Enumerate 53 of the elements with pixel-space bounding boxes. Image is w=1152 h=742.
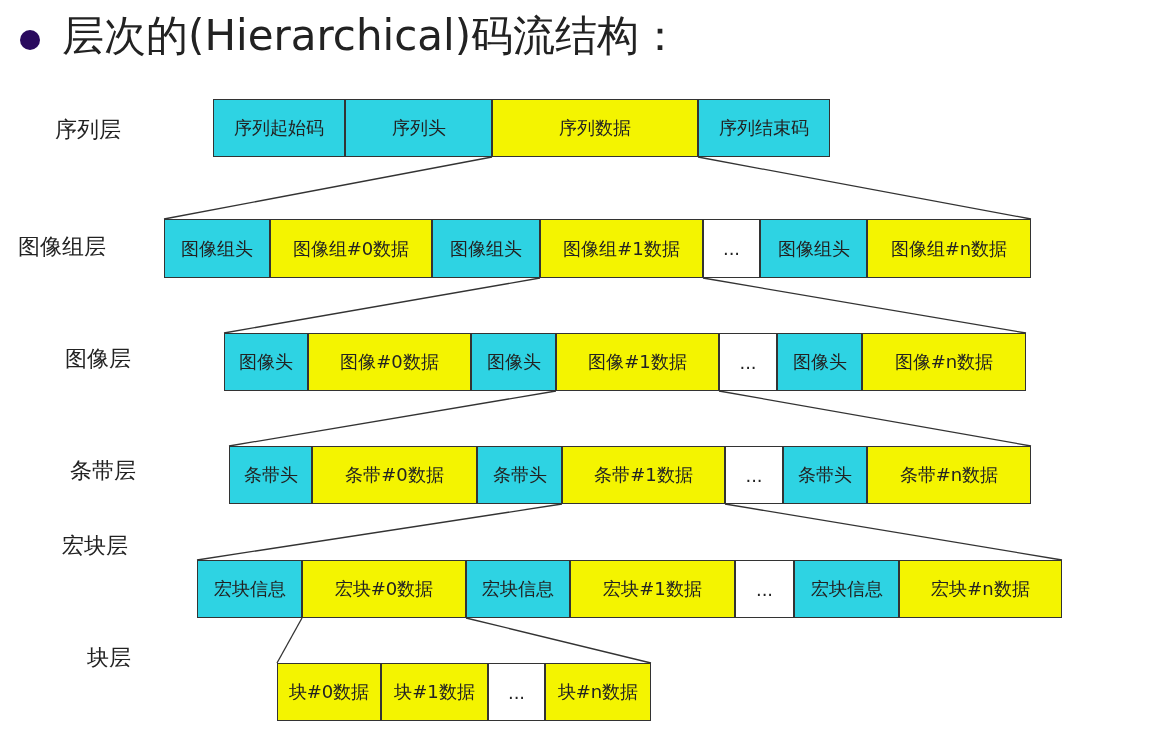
data-cell: 图像组#1数据 [540, 219, 703, 278]
header-cell: 图像组头 [760, 219, 867, 278]
data-cell: 条带#0数据 [312, 446, 477, 504]
expansion-line [724, 503, 1063, 561]
header-cell: 序列结束码 [698, 99, 830, 157]
data-cell: 图像组#n数据 [867, 219, 1031, 278]
header-cell: 图像头 [224, 333, 308, 391]
header-cell: 宏块信息 [197, 560, 302, 618]
layer-label: 宏块层 [62, 532, 128, 560]
data-cell: 条带#n数据 [867, 446, 1031, 504]
expansion-line [196, 503, 563, 561]
ellipsis-cell: ... [725, 446, 783, 504]
header-cell: 条带头 [783, 446, 867, 504]
expansion-line [702, 277, 1027, 334]
layer-label: 图像层 [65, 345, 131, 373]
header-cell: 序列头 [345, 99, 492, 157]
header-cell: 条带头 [477, 446, 562, 504]
data-cell: 条带#1数据 [562, 446, 725, 504]
data-cell: 图像#1数据 [556, 333, 719, 391]
expansion-line [228, 390, 557, 447]
expansion-line [465, 617, 652, 664]
header-cell: 序列起始码 [213, 99, 345, 157]
title: 层次的(Hierarchical)码流结构： [62, 10, 682, 62]
expansion-line [163, 156, 493, 220]
expansion-line [223, 277, 541, 334]
header-cell: 图像头 [777, 333, 862, 391]
ellipsis-cell: ... [488, 663, 545, 721]
data-cell: 宏块#1数据 [570, 560, 735, 618]
data-cell: 序列数据 [492, 99, 698, 157]
header-cell: 图像头 [471, 333, 556, 391]
header-cell: 图像组头 [164, 219, 270, 278]
data-cell: 块#n数据 [545, 663, 651, 721]
header-cell: 宏块信息 [466, 560, 570, 618]
expansion-line [718, 390, 1032, 447]
header-cell: 条带头 [229, 446, 312, 504]
data-cell: 图像#0数据 [308, 333, 471, 391]
header-cell: 图像组头 [432, 219, 540, 278]
layer-label: 条带层 [70, 457, 136, 485]
data-cell: 图像#n数据 [862, 333, 1026, 391]
ellipsis-cell: ... [719, 333, 777, 391]
layer-label: 块层 [87, 644, 131, 672]
data-cell: 图像组#0数据 [270, 219, 432, 278]
expansion-line [276, 617, 303, 664]
layer-label: 图像组层 [18, 233, 106, 261]
ellipsis-cell: ... [735, 560, 794, 618]
ellipsis-cell: ... [703, 219, 760, 278]
data-cell: 块#1数据 [381, 663, 488, 721]
header-cell: 宏块信息 [794, 560, 899, 618]
data-cell: 块#0数据 [277, 663, 381, 721]
layer-label: 序列层 [55, 116, 121, 144]
data-cell: 宏块#0数据 [302, 560, 466, 618]
data-cell: 宏块#n数据 [899, 560, 1062, 618]
expansion-line [697, 156, 1032, 220]
